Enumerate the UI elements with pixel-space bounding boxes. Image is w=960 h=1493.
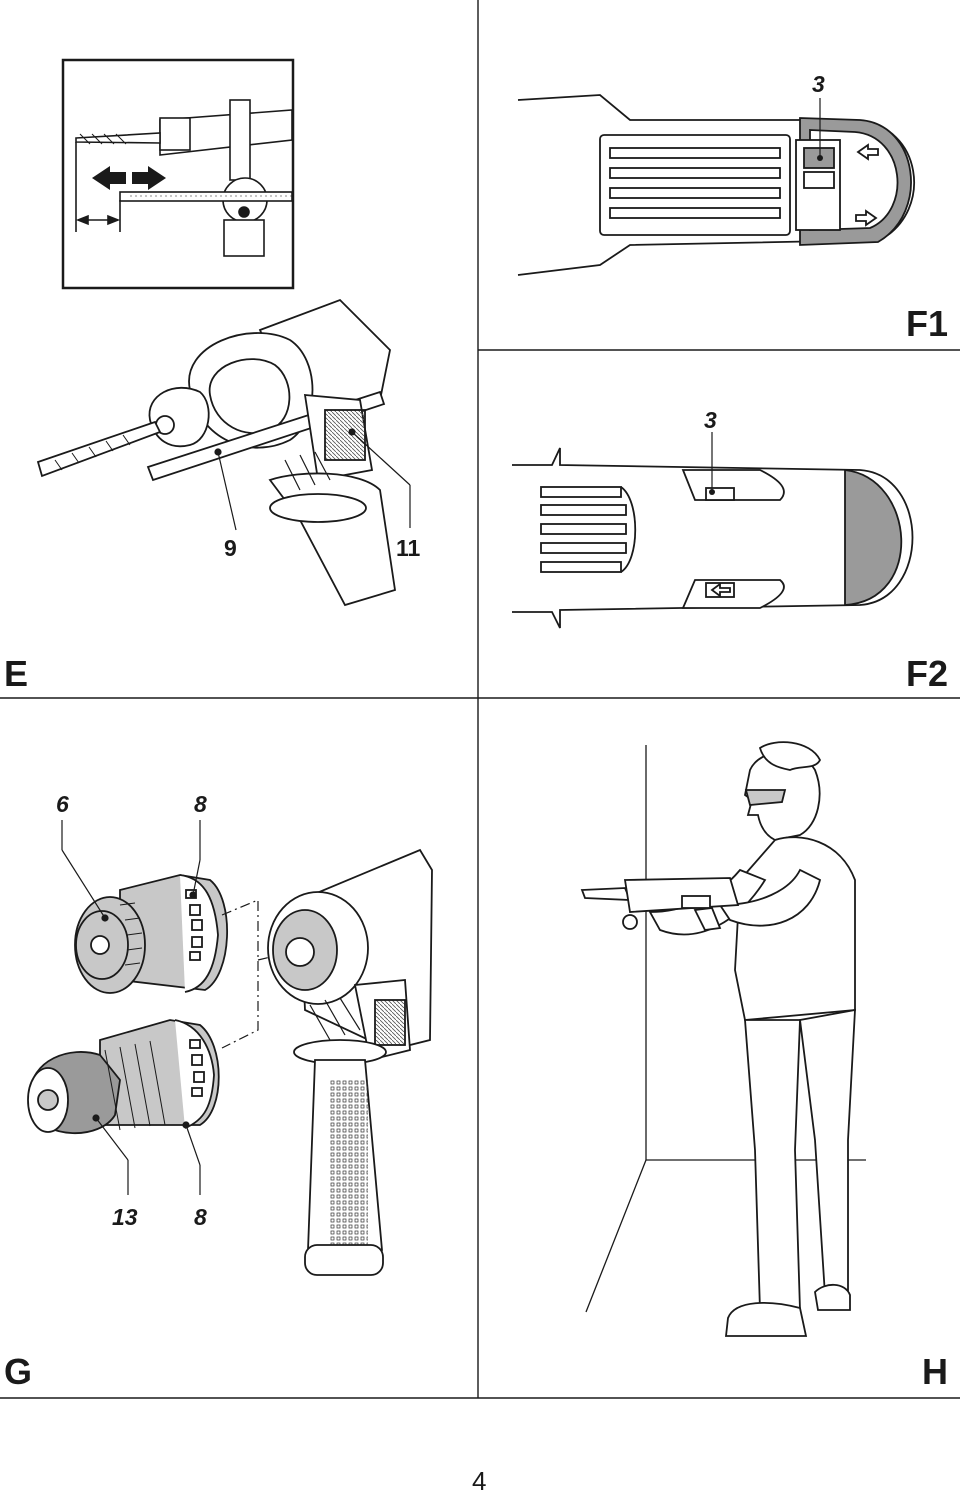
depth-gauge-inset xyxy=(61,58,295,290)
callout-leaders-e xyxy=(214,428,411,531)
panel-label-f2: F2 xyxy=(906,653,948,694)
callout-leaders-g xyxy=(61,820,201,1195)
panel-grid xyxy=(0,0,960,1399)
panel-g: 6 8 13 8 G xyxy=(4,791,433,1392)
panel-f1: 3 F1 xyxy=(517,71,948,344)
panel-e: 9 11 E xyxy=(4,58,421,694)
depth-gauge-icon xyxy=(75,99,293,257)
panel-f2: 3 F2 xyxy=(512,407,948,694)
panel-label-g: G xyxy=(4,1351,32,1392)
panel-h: H xyxy=(580,741,948,1392)
callout-3-f1: 3 xyxy=(812,71,825,97)
keyless-chuck-icon xyxy=(27,1019,220,1135)
drill-top-view-f1 xyxy=(517,94,915,276)
drill-with-handle-icon xyxy=(267,848,433,1276)
callout-8-bottom: 8 xyxy=(194,1204,207,1230)
drill-icon xyxy=(36,298,397,607)
drill-side-view-f2 xyxy=(512,447,914,629)
chuck-icon xyxy=(74,874,228,994)
callout-8-top: 8 xyxy=(194,791,207,817)
person-drilling-icon xyxy=(580,741,856,1337)
panel-label-h: H xyxy=(922,1351,948,1392)
callout-13: 13 xyxy=(112,1204,138,1230)
callout-6: 6 xyxy=(56,791,69,817)
callout-11: 11 xyxy=(396,535,421,561)
direction-arrows-icon xyxy=(92,166,166,190)
panel-label-e: E xyxy=(4,653,28,694)
page-number: 4 xyxy=(472,1466,486,1493)
callout-3-f2: 3 xyxy=(704,407,717,433)
panel-label-f1: F1 xyxy=(906,303,948,344)
callout-9: 9 xyxy=(224,535,237,561)
